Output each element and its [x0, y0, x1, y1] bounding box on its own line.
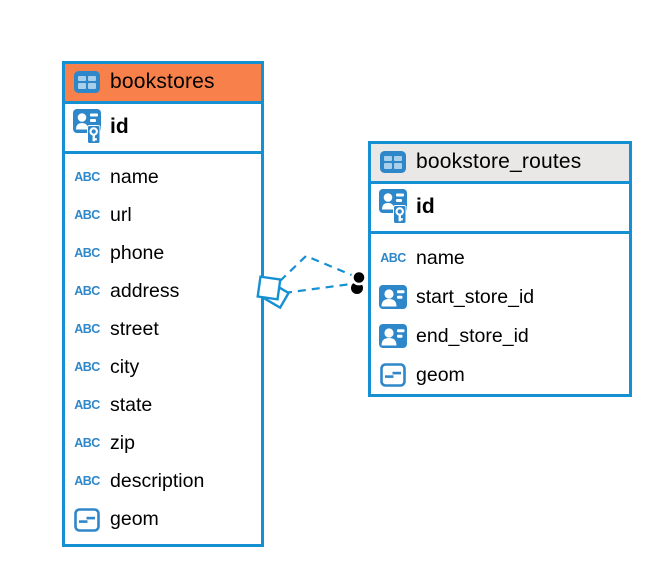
table-icon — [379, 151, 407, 174]
column-label: state — [110, 394, 153, 416]
column-row-name[interactable]: ABC name — [371, 239, 629, 278]
column-row-geom[interactable]: geom — [65, 501, 261, 539]
text-type-icon: ABC — [74, 170, 100, 185]
column-row-zip[interactable]: ABC zip — [65, 425, 261, 463]
text-type-icon: ABC — [74, 398, 100, 413]
column-row-start-store-id[interactable]: start_store_id — [371, 278, 629, 317]
column-label: start_store_id — [416, 285, 535, 308]
relationship-line[interactable] — [283, 282, 352, 295]
text-type-icon: ABC — [74, 322, 100, 337]
pk-label: id — [110, 115, 129, 138]
column-label: name — [110, 166, 159, 188]
text-type-icon: ABC — [74, 360, 100, 375]
text-type-icon: ABC — [74, 436, 100, 451]
column-row-state[interactable]: ABC state — [65, 387, 261, 425]
pk-label: id — [416, 195, 435, 218]
column-label: address — [110, 280, 180, 302]
person-id-key-icon — [73, 108, 101, 146]
column-list-bookstores: ABC name ABC url ABC phone ABC address A… — [65, 154, 261, 539]
column-label: url — [110, 204, 132, 226]
column-label: street — [110, 318, 159, 340]
column-label: geom — [416, 363, 465, 386]
text-type-icon: ABC — [74, 474, 100, 489]
text-type-icon: ABC — [74, 246, 100, 261]
column-label: description — [110, 470, 205, 492]
pk-row-routes-id[interactable]: id — [371, 184, 629, 234]
table-header-bookstore-routes[interactable]: bookstore_routes — [371, 144, 629, 184]
person-ref-icon — [379, 324, 407, 348]
text-type-icon: ABC — [380, 250, 406, 265]
column-row-geom[interactable]: geom — [371, 356, 629, 395]
relationship-line[interactable] — [279, 254, 355, 282]
column-label: zip — [110, 432, 135, 454]
column-row-address[interactable]: ABC address — [65, 273, 261, 311]
table-bookstore-routes[interactable]: bookstore_routes id ABC — [368, 141, 632, 397]
column-row-phone[interactable]: ABC phone — [65, 235, 261, 273]
column-row-city[interactable]: ABC city — [65, 349, 261, 387]
column-row-street[interactable]: ABC street — [65, 311, 261, 349]
column-label: phone — [110, 242, 165, 264]
column-label: name — [416, 246, 465, 269]
column-list-bookstore-routes: ABC name start_store_id — [371, 234, 629, 395]
column-label: city — [110, 356, 140, 378]
column-row-url[interactable]: ABC url — [65, 197, 261, 235]
table-title: bookstore_routes — [416, 150, 582, 174]
table-bookstores[interactable]: bookstores id ABC na — [62, 61, 264, 547]
table-icon — [73, 71, 101, 94]
table-title: bookstores — [110, 70, 215, 94]
text-type-icon: ABC — [74, 284, 100, 299]
column-row-description[interactable]: ABC description — [65, 463, 261, 501]
column-label: end_store_id — [416, 324, 529, 347]
relationship-dot-marker[interactable] — [351, 269, 367, 294]
person-id-key-icon — [379, 188, 407, 226]
geometry-type-icon — [379, 363, 407, 387]
column-row-name[interactable]: ABC name — [65, 159, 261, 197]
column-label: geom — [110, 508, 159, 530]
table-header-bookstores[interactable]: bookstores — [65, 64, 261, 104]
pk-row-bookstores-id[interactable]: id — [65, 104, 261, 154]
geometry-type-icon — [73, 507, 101, 532]
column-row-end-store-id[interactable]: end_store_id — [371, 317, 629, 356]
person-ref-icon — [379, 285, 407, 309]
text-type-icon: ABC — [74, 208, 100, 223]
